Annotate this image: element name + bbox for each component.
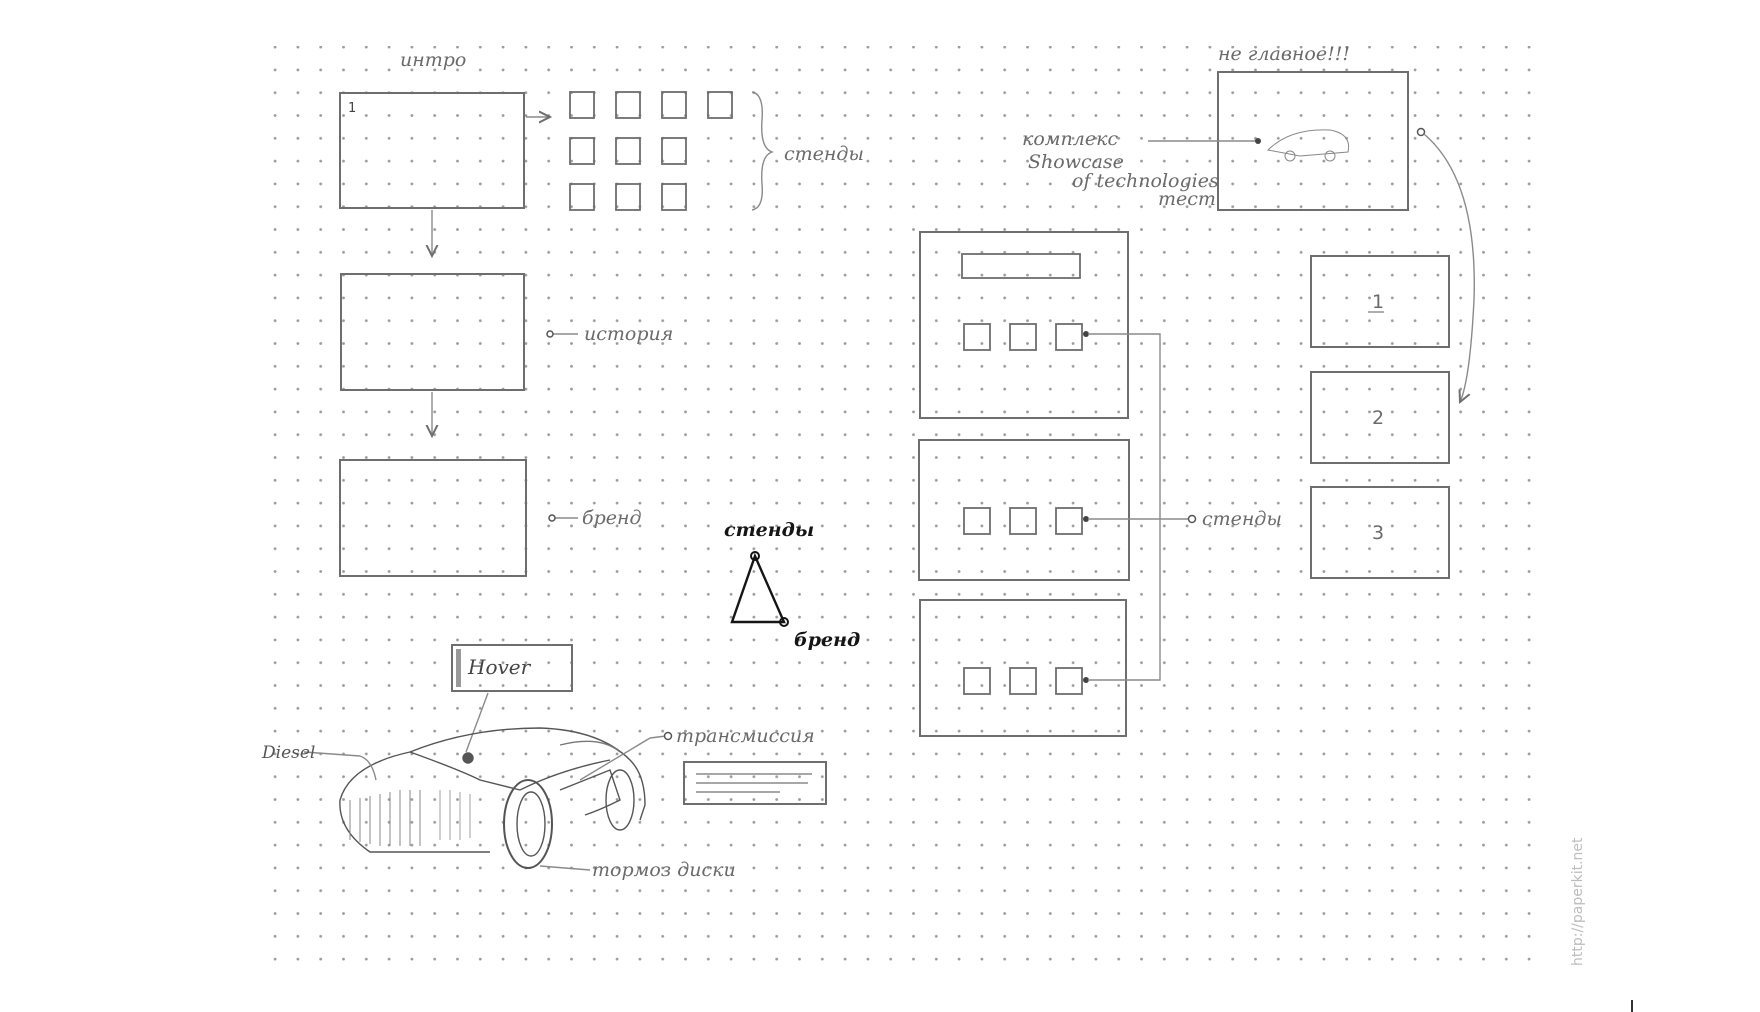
thumbnail	[615, 91, 641, 119]
stand-thumb	[1009, 667, 1037, 695]
history-connector-dot	[546, 330, 554, 338]
hover-box-shadow	[456, 649, 461, 687]
intro-box	[339, 92, 525, 209]
complex-label: комплекс	[1022, 128, 1118, 150]
technologies-label: of technologies	[1072, 170, 1219, 192]
stand-panel-box	[919, 599, 1127, 737]
dot-grid	[268, 46, 1532, 966]
stand-thumb	[963, 323, 991, 351]
diesel-pointer-bend	[359, 755, 377, 781]
complex-connector-dot	[1255, 138, 1261, 144]
stands-thumbnail-grid	[569, 91, 733, 211]
diesel-pointer	[303, 751, 361, 757]
numbered-slides: 1 2 3	[1310, 255, 1450, 579]
thumbnail	[569, 137, 595, 165]
curve-start-dot	[1416, 127, 1426, 137]
stand-panel-3	[919, 599, 1127, 737]
slide-2-number: 2	[1372, 407, 1384, 429]
slide-2-box	[1310, 371, 1450, 464]
hover-box	[451, 644, 573, 692]
brand-connector-dot	[548, 514, 556, 522]
stand-thumb	[1055, 667, 1083, 695]
transmission-pointer-2	[649, 735, 667, 739]
stands-mid-label: стенды	[1202, 508, 1282, 530]
thumbnail	[615, 137, 641, 165]
slide-1-box	[1310, 255, 1450, 348]
history-label: история	[584, 323, 673, 345]
triangle-top-node	[750, 551, 760, 561]
transmission-pointer	[579, 737, 651, 781]
brakes-label: тормоз диски	[592, 859, 736, 881]
showcase-sketch	[1266, 129, 1350, 162]
stand-thumb	[963, 667, 991, 695]
stand-panel-2	[918, 439, 1130, 581]
stands-connector	[1083, 331, 1197, 683]
thumbnail	[707, 91, 733, 119]
triangle-right-label: бренд	[794, 629, 860, 651]
hover-pointer	[465, 692, 489, 753]
stand-thumb	[1009, 323, 1037, 351]
stand-thumb	[963, 507, 991, 535]
important-label: не главное!!!	[1218, 43, 1350, 65]
brand-box	[339, 459, 527, 577]
transmission-label: трансмиссия	[676, 725, 815, 747]
stand-thumb	[1009, 507, 1037, 535]
thumbnail	[661, 137, 687, 165]
paperkit-watermark: http://paperkit.net	[1570, 837, 1586, 966]
stand-panel-1	[919, 231, 1129, 419]
thumbnail	[661, 91, 687, 119]
slide-3-box	[1310, 486, 1450, 579]
slide-3-number: 3	[1372, 522, 1384, 544]
triangle-right-node	[779, 617, 789, 627]
transmission-text-box	[683, 761, 827, 805]
intro-slot-number: 1	[348, 101, 356, 116]
diesel-label: Diesel	[261, 743, 315, 763]
stand-thumb	[1055, 507, 1083, 535]
triangle	[730, 552, 786, 624]
showcase-to-slides-arrow	[1423, 133, 1475, 402]
stand-thumb	[1055, 323, 1083, 351]
showcase-label: Showcase	[1028, 151, 1124, 173]
triangle-top-label: стенды	[724, 519, 814, 541]
transmission-dot	[663, 731, 673, 741]
thumbnail	[615, 183, 641, 211]
thumbnail	[569, 91, 595, 119]
gallery-brace	[751, 91, 775, 211]
thumbnail	[661, 183, 687, 211]
car-sketch	[339, 727, 646, 869]
tests-label: тест	[1158, 188, 1216, 210]
stand-panel-header	[961, 253, 1081, 279]
brakes-pointer	[539, 865, 591, 871]
slide-1-number: 1	[1372, 291, 1384, 313]
history-box	[340, 273, 525, 391]
stand-panel-box	[919, 231, 1129, 419]
brand-label: бренд	[582, 507, 642, 529]
thumbnail	[569, 183, 595, 211]
gallery-brace-label: стенды	[784, 143, 864, 165]
stand-panel-box	[918, 439, 1130, 581]
intro-label: интро	[400, 49, 466, 71]
hover-label: Hover	[467, 655, 532, 679]
